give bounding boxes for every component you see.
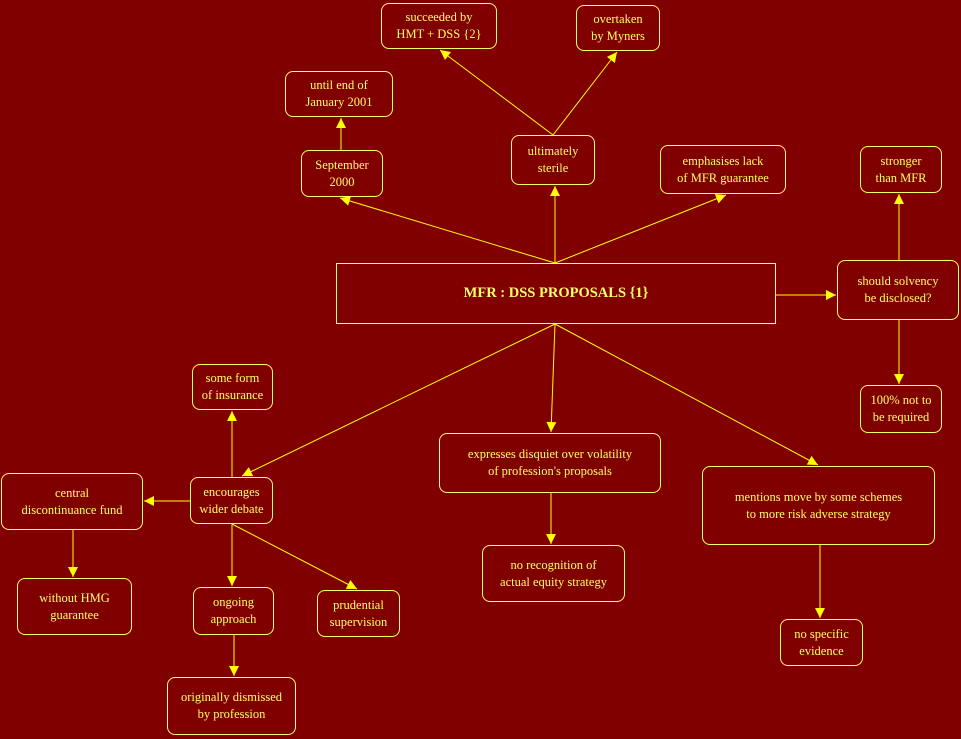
node-100-percent-not-required[interactable]: 100% not to be required [860, 385, 942, 433]
node-no-recognition-of-equity-strategy[interactable]: no recognition of actual equity strategy [482, 545, 625, 602]
node-label: originally dismissed by profession [180, 690, 283, 721]
root-node-label: MFR : DSS PROPOSALS {1} [463, 285, 649, 301]
node-central-discontinuance-fund[interactable]: central discontinuance fund [1, 473, 143, 530]
arrow-root-to-emphasises [554, 194, 727, 264]
node-without-hmg-guarantee[interactable]: without HMG guarantee [17, 578, 132, 635]
node-label: without HMG guarantee [39, 590, 110, 622]
node-label: central discontinuance fund [21, 485, 123, 517]
arrow-root-to-mentions [554, 323, 819, 466]
node-some-form-of-insurance[interactable]: some form of insurance [192, 364, 273, 410]
arrow-root-to-debate [241, 323, 556, 477]
node-stronger-than-mfr[interactable]: stronger than MFR [860, 146, 942, 193]
arrow-root-to-disquiet [546, 323, 557, 433]
node-september-2000[interactable]: September 2000 [301, 150, 383, 197]
root-node-mfr-dss-proposals[interactable]: MFR : DSS PROPOSALS {1} [336, 263, 776, 324]
node-label: stronger than MFR [875, 153, 927, 185]
node-encourages-wider-debate[interactable]: encourages wider debate [190, 477, 273, 524]
node-originally-dismissed-by-profession[interactable]: originally dismissed by profession [167, 677, 296, 735]
node-until-end-of-january-2001[interactable]: until end of January 2001 [285, 71, 393, 117]
node-label: until end of January 2001 [305, 78, 373, 109]
arrow-debate-to-prudential [231, 523, 358, 590]
node-label: ongoing approach [210, 595, 257, 626]
node-label: September 2000 [315, 157, 369, 189]
node-label: prudential supervision [329, 597, 388, 629]
arrow-sterile-to-succeeded [439, 49, 554, 136]
node-label: some form of insurance [201, 371, 264, 402]
arrow-root-to-september [339, 196, 556, 264]
node-label: overtaken by Myners [591, 12, 645, 43]
node-should-solvency-be-disclosed[interactable]: should solvency be disclosed? [837, 260, 959, 320]
node-label: no specific evidence [794, 626, 849, 658]
node-succeeded-by-hmt-dss[interactable]: succeeded by HMT + DSS {2} [381, 3, 497, 49]
node-no-specific-evidence[interactable]: no specific evidence [780, 619, 863, 666]
node-prudential-supervision[interactable]: prudential supervision [317, 590, 400, 637]
node-label: ultimately sterile [527, 144, 579, 175]
node-overtaken-by-myners[interactable]: overtaken by Myners [576, 5, 660, 51]
node-label: encourages wider debate [199, 484, 264, 516]
node-ultimately-sterile[interactable]: ultimately sterile [511, 135, 595, 185]
node-label: emphasises lack of MFR guarantee [677, 153, 769, 185]
node-label: mentions move by some schemes to more ri… [734, 489, 903, 521]
arrow-sterile-to-overtaken [552, 51, 618, 136]
node-mentions-move-to-risk-adverse-strategy[interactable]: mentions move by some schemes to more ri… [702, 466, 935, 545]
node-label: should solvency be disclosed? [857, 274, 939, 305]
node-ongoing-approach[interactable]: ongoing approach [193, 587, 274, 635]
node-label: expresses disquiet over volatility of pr… [467, 447, 633, 478]
node-label: 100% not to be required [870, 393, 932, 424]
node-label: succeeded by HMT + DSS {2} [396, 10, 482, 41]
node-emphasises-lack-of-mfr-guarantee[interactable]: emphasises lack of MFR guarantee [660, 145, 786, 194]
node-expresses-disquiet-over-volatility[interactable]: expresses disquiet over volatility of pr… [439, 433, 661, 493]
node-label: no recognition of actual equity strategy [500, 557, 607, 589]
